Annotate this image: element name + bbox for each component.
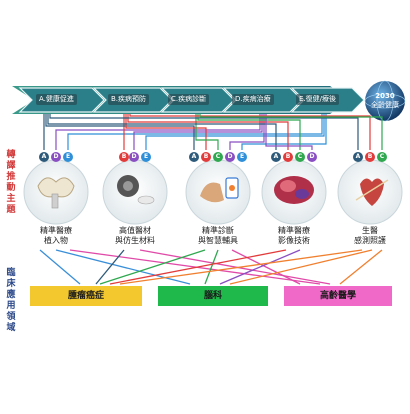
badge: D xyxy=(225,152,235,162)
globe-icon xyxy=(365,81,405,121)
badge: E xyxy=(237,152,247,162)
topic-label-line: 精準醫療 xyxy=(40,226,72,235)
field-boxes xyxy=(30,286,392,306)
topic-label-line: 精準診斷 xyxy=(202,226,234,235)
badge: A xyxy=(353,152,363,162)
topic-label-line: 高值醫材 xyxy=(119,226,151,235)
badge: B xyxy=(365,152,375,162)
badge: B xyxy=(283,152,293,162)
badge: D xyxy=(51,152,61,162)
stage-label-b: B.疾病預防 xyxy=(108,94,150,105)
badge: D xyxy=(129,152,139,162)
topic-circles xyxy=(23,159,403,225)
topic-label-line: 與智慧輔具 xyxy=(198,236,238,245)
badge: B xyxy=(119,152,129,162)
topic-3-label: 精準診斷 與智慧輔具 xyxy=(188,226,248,246)
smart-device-icon xyxy=(200,177,239,203)
heart-sensor-icon xyxy=(355,178,389,206)
stage-connectors xyxy=(43,114,383,150)
field-oncology-label: 腫瘤癌症 xyxy=(67,291,104,301)
field-connectors xyxy=(39,249,383,285)
badge: C xyxy=(213,152,223,162)
goal-text: 全齡健康 xyxy=(371,101,399,109)
side-label-fields: 臨床應用領域 xyxy=(6,268,16,333)
badge: A xyxy=(189,152,199,162)
topic-label-line: 與仿生材料 xyxy=(115,236,155,245)
side-label-topics: 轉譯推動主題 xyxy=(6,150,16,215)
topic-label-line: 植入物 xyxy=(44,236,68,245)
stage-label-e: E.復健/療後 xyxy=(296,94,340,105)
pelvis-implant-icon xyxy=(37,177,75,209)
biomaterial-icon xyxy=(117,175,155,205)
field-geriatrics-label: 高齡醫學 xyxy=(319,291,356,301)
badge: D xyxy=(307,152,317,162)
topic-label-line: 生醫 xyxy=(362,226,378,235)
goal-year: 2030 xyxy=(375,92,395,100)
topic-2-label: 高值醫材 與仿生材料 xyxy=(105,226,165,246)
brain-imaging-icon xyxy=(274,176,314,204)
field-neurology-label: 腦科 xyxy=(203,291,222,301)
badge: B xyxy=(201,152,211,162)
badge: C xyxy=(295,152,305,162)
badge: A xyxy=(271,152,281,162)
stage-label-d: D.疾病治療 xyxy=(232,94,274,105)
badge: E xyxy=(63,152,73,162)
topic-5-label: 生醫 感測照護 xyxy=(340,226,400,246)
topic-label-line: 精準醫療 xyxy=(278,226,310,235)
stage-label-c: C.疾病診斷 xyxy=(168,94,210,105)
badge: C xyxy=(377,152,387,162)
topic-1-label: 精準醫療 植入物 xyxy=(26,226,86,246)
topic-label-line: 感測照護 xyxy=(354,236,386,245)
topic-4-label: 精準醫療 影像技術 xyxy=(264,226,324,246)
stage-label-a: A.健康促進 xyxy=(36,94,77,105)
topic-label-line: 影像技術 xyxy=(278,236,310,245)
badge: E xyxy=(141,152,151,162)
badge: A xyxy=(39,152,49,162)
